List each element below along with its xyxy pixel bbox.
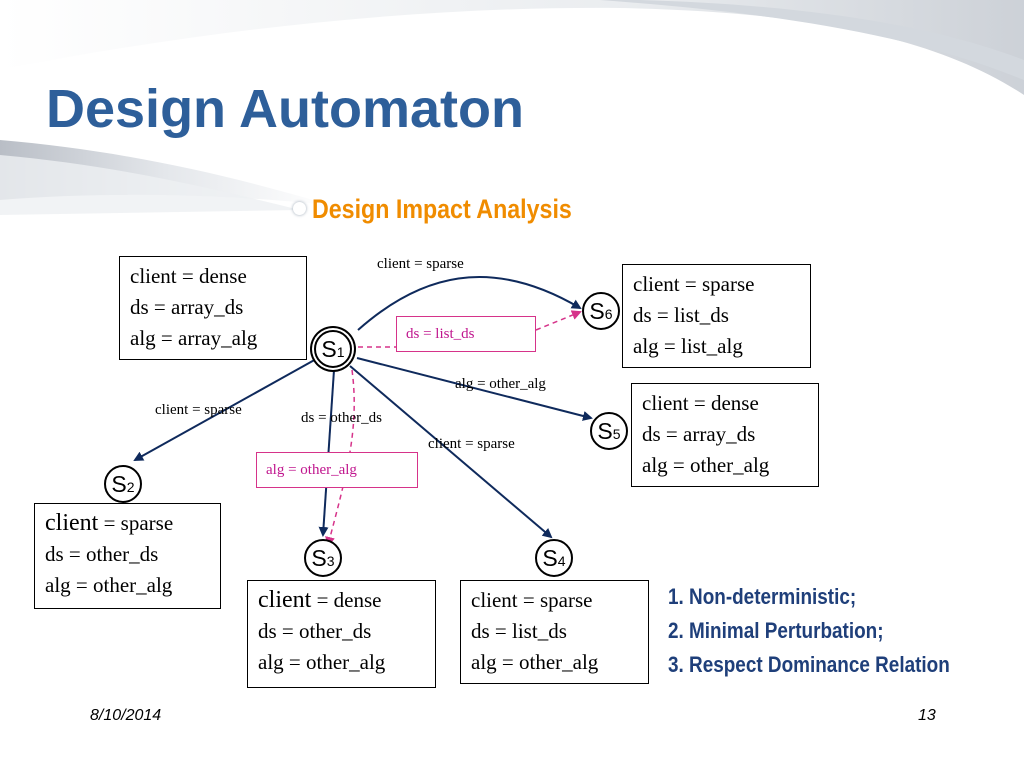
state-letter: S <box>542 545 558 571</box>
state-node-s2: S2 <box>104 465 142 503</box>
state-letter: S <box>589 298 605 324</box>
edge-label-s6: client = sparse <box>377 256 464 272</box>
state-number: 2 <box>126 479 135 495</box>
state-box-s2: client = sparse ds = other_ds alg = othe… <box>34 503 221 609</box>
edge-s1-s2 <box>133 357 319 461</box>
box-ds: ds = list_ds <box>633 303 729 327</box>
property-item: 3. Respect Dominance Relation <box>668 652 950 677</box>
box-client-word: client <box>258 587 312 613</box>
box-client: client = sparse <box>471 588 593 612</box>
state-letter: S <box>111 471 127 497</box>
box-client: client = dense <box>258 585 425 616</box>
box-client: client = dense <box>130 264 247 288</box>
state-letter: S <box>597 418 613 444</box>
state-box-s5: client = dense ds = array_ds alg = other… <box>631 383 819 487</box>
state-node-s1: S1 <box>314 330 352 368</box>
state-letter: S <box>311 545 327 571</box>
footer-date: 8/10/2014 <box>90 707 162 724</box>
page-number: 13 <box>918 707 936 724</box>
edge-label-s5: alg = other_alg <box>455 376 546 392</box>
state-node-s5: S5 <box>590 412 628 450</box>
state-node-s6: S6 <box>582 292 620 330</box>
edge-s1-s5 <box>356 357 593 421</box>
box-client: client = dense <box>642 391 759 415</box>
box-ds: ds = other_ds <box>258 619 372 643</box>
state-number: 3 <box>326 553 335 569</box>
box-ds: ds = other_ds <box>45 542 159 566</box>
box-client: client = sparse <box>45 508 210 539</box>
properties-list: 1. Non-deterministic; 2. Minimal Perturb… <box>668 580 950 682</box>
state-letter: S <box>321 336 337 362</box>
slide-title: Design Automaton <box>46 79 524 139</box>
box-alg: alg = array_alg <box>130 326 258 350</box>
box-ds: ds = list_ds <box>471 619 567 643</box>
bullet-icon <box>293 202 306 215</box>
property-item: 2. Minimal Perturbation; <box>668 618 884 643</box>
box-client-value: = dense <box>311 588 382 612</box>
state-box-s3: client = dense ds = other_ds alg = other… <box>247 580 436 688</box>
state-number: 1 <box>336 344 345 360</box>
box-alg: alg = other_alg <box>642 453 770 477</box>
dashed-label-s3: alg = other_alg <box>256 452 418 488</box>
box-client-value: = sparse <box>98 511 174 535</box>
state-node-s4: S4 <box>535 539 573 577</box>
state-node-s3: S3 <box>304 539 342 577</box>
edge-label-s2: client = sparse <box>155 402 242 418</box>
state-number: 6 <box>604 306 613 322</box>
state-box-s4: client = sparse ds = list_ds alg = other… <box>460 580 649 684</box>
edge-s1-s6 <box>357 276 582 331</box>
box-client-word: client <box>45 510 99 536</box>
state-box-s1: client = dense ds = array_ds alg = array… <box>119 256 307 360</box>
box-alg: alg = other_alg <box>45 573 173 597</box>
edge-s1-s4 <box>349 365 553 539</box>
box-alg: alg = other_alg <box>471 650 599 674</box>
slide-subtitle: Design Impact Analysis <box>312 194 572 224</box>
background-swoosh <box>0 0 1024 215</box>
box-client: client = sparse <box>633 272 755 296</box>
edge-label-s4: client = sparse <box>428 436 515 452</box>
state-number: 4 <box>557 553 566 569</box>
edge-label-s3: ds = other_ds <box>301 410 382 426</box>
box-alg: alg = list_alg <box>633 334 743 358</box>
box-ds: ds = array_ds <box>130 295 244 319</box>
state-box-s6: client = sparse ds = list_ds alg = list_… <box>622 264 811 368</box>
state-number: 5 <box>612 426 621 442</box>
property-item: 1. Non-deterministic; <box>668 584 857 609</box>
dashed-edge-s1-s6 <box>358 312 580 348</box>
box-ds: ds = array_ds <box>642 422 756 446</box>
box-alg: alg = other_alg <box>258 650 386 674</box>
dashed-label-s6: ds = list_ds <box>396 316 536 352</box>
